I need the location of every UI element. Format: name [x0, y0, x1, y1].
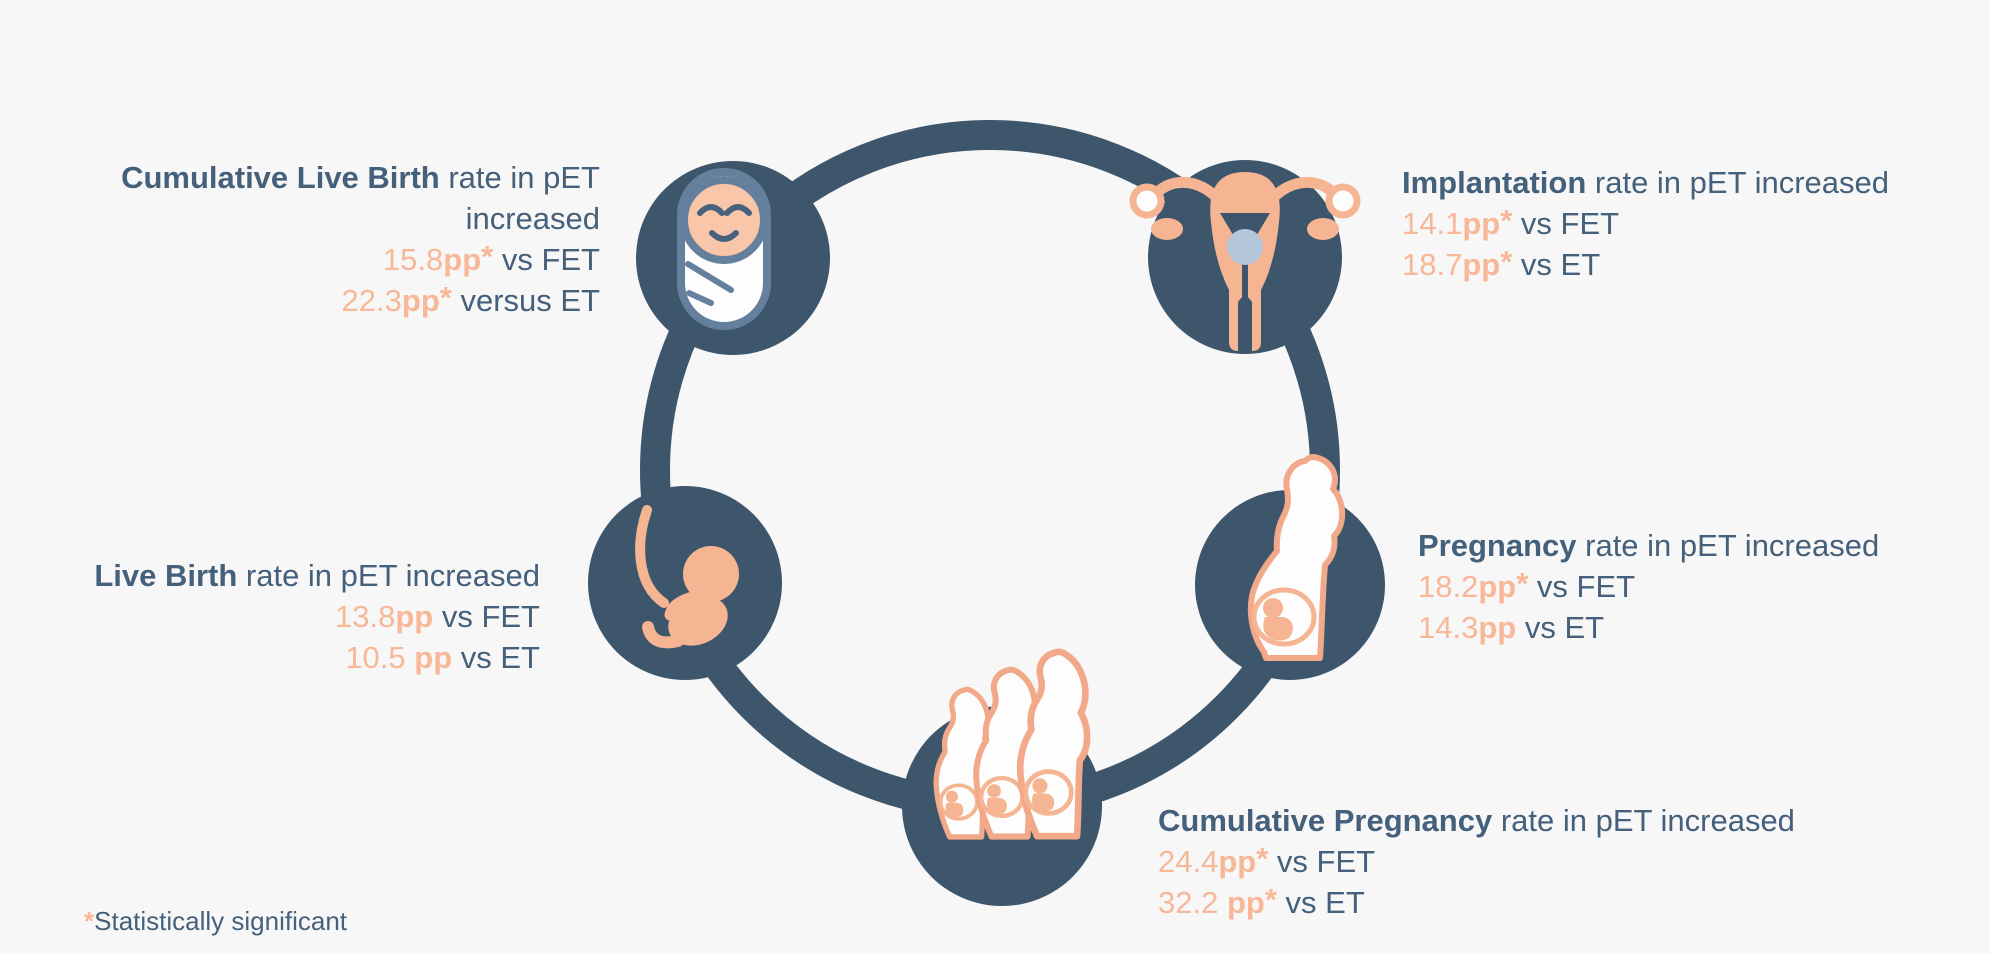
stat-subtitle: rate in pET increased — [1586, 165, 1889, 200]
stat-title-line: Cumulative Pregnancy rate in pET increas… — [1158, 800, 1795, 841]
comparison-label: vs FET — [493, 242, 600, 277]
significance-asterisk: * — [1516, 566, 1529, 601]
pp-unit: pp — [395, 599, 434, 634]
stat-subtitle: rate in pET increased — [237, 558, 540, 593]
stat-value: 32.2 — [1158, 885, 1219, 920]
significance-asterisk: * — [1256, 841, 1269, 876]
comparison-label: vs ET — [452, 640, 540, 675]
pregnant-woman-icon — [1247, 454, 1346, 661]
stat-subtitle: rate in pET increased — [1576, 528, 1880, 563]
stat-value-row: 18.7pp* vs ET — [1402, 244, 1889, 285]
significance-asterisk: * — [1500, 244, 1513, 279]
pp-unit: pp — [1218, 885, 1265, 920]
stat-value: 14.1 — [1402, 206, 1463, 241]
stat-value-row: 10.5 pp vs ET — [94, 637, 540, 678]
comparison-label: vs FET — [433, 599, 540, 634]
statistical-significance-footnote: *Statistically significant — [84, 905, 347, 937]
stat-value: 22.3 — [341, 283, 402, 318]
stat-live-birth: Live Birth rate in pET increased 13.8pp … — [94, 555, 540, 678]
stat-subtitle: rate in pET increased — [1492, 803, 1795, 838]
footnote-text: Statistically significant — [94, 906, 348, 936]
stat-title: Implantation — [1402, 165, 1587, 200]
significance-asterisk: * — [1264, 882, 1277, 917]
stat-cumulative-live-birth: Cumulative Live Birth rate in pET increa… — [121, 157, 600, 321]
fetus-icon — [635, 505, 739, 649]
footnote-asterisk: * — [84, 906, 95, 936]
three-pregnant-women-icon — [936, 652, 1087, 837]
comparison-label: vs ET — [1276, 885, 1365, 920]
pp-unit: pp — [1462, 247, 1501, 282]
pp-unit: pp — [405, 640, 453, 675]
swaddled-baby-icon — [677, 168, 771, 330]
stat-value-row: 32.2 pp* vs ET — [1158, 882, 1795, 923]
stat-value: 13.8 — [335, 599, 396, 634]
stat-subtitle-2: increased — [465, 201, 600, 236]
stat-value: 18.7 — [1402, 247, 1463, 282]
stat-value-row: 15.8pp* vs FET — [121, 239, 600, 280]
stat-value-row: 14.3pp vs ET — [1418, 607, 1879, 648]
stat-title: Cumulative Live Birth — [121, 160, 440, 195]
stat-title: Cumulative Pregnancy — [1158, 803, 1493, 838]
stat-title: Pregnancy — [1418, 528, 1577, 563]
pp-unit: pp — [443, 242, 482, 277]
stat-pregnancy: Pregnancy rate in pET increased 18.2pp* … — [1418, 525, 1879, 648]
stat-implantation: Implantation rate in pET increased 14.1p… — [1402, 162, 1889, 285]
stat-cumulative-pregnancy: Cumulative Pregnancy rate in pET increas… — [1158, 800, 1795, 923]
stat-value: 18.2 — [1418, 569, 1479, 604]
comparison-label: vs FET — [1512, 206, 1620, 241]
pp-unit: pp — [1462, 206, 1501, 241]
stat-value: 14.3 — [1418, 610, 1479, 645]
stat-value-row: 22.3pp* versus ET — [121, 280, 600, 321]
stat-title-line: Implantation rate in pET increased — [1402, 162, 1889, 203]
stat-title-line: Live Birth rate in pET increased — [94, 555, 540, 596]
stat-subtitle: rate in pET — [439, 160, 600, 195]
stat-value: 15.8 — [382, 242, 444, 277]
stat-value: 24.4 — [1158, 844, 1219, 879]
comparison-label: vs FET — [1268, 844, 1376, 879]
comparison-label: vs ET — [1516, 610, 1605, 645]
uterus-embryo-transfer-icon — [1129, 172, 1361, 351]
stat-title-line: Pregnancy rate in pET increased — [1418, 525, 1879, 566]
comparison-label: vs ET — [1512, 247, 1601, 282]
stat-value-row: 13.8pp vs FET — [94, 596, 540, 637]
significance-asterisk: * — [439, 280, 452, 315]
stat-value: 10.5 — [345, 640, 406, 675]
significance-asterisk: * — [481, 239, 494, 274]
comparison-label: versus ET — [451, 283, 600, 318]
significance-asterisk: * — [1500, 203, 1513, 238]
stat-title-line: Cumulative Live Birth rate in pET — [121, 157, 600, 198]
pp-unit: pp — [1218, 844, 1257, 879]
stat-value-row: 24.4pp* vs FET — [1158, 841, 1795, 882]
pp-unit: pp — [1478, 569, 1517, 604]
pp-unit: pp — [401, 283, 440, 318]
pp-unit: pp — [1478, 610, 1517, 645]
stat-value-row: 18.2pp* vs FET — [1418, 566, 1879, 607]
stat-value-row: 14.1pp* vs FET — [1402, 203, 1889, 244]
comparison-label: vs FET — [1528, 569, 1636, 604]
stat-title: Live Birth — [94, 558, 238, 593]
